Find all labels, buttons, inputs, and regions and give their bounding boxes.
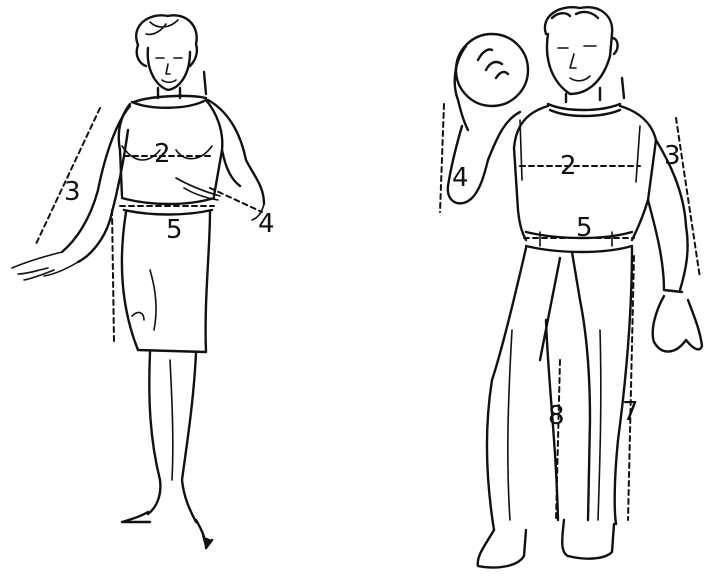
woman-left-hand bbox=[12, 252, 78, 280]
man-head-tick bbox=[622, 78, 624, 98]
man-trousers-inner bbox=[540, 252, 590, 520]
man-label-8: 8 bbox=[548, 401, 565, 431]
woman-shoes bbox=[122, 512, 212, 548]
woman-label-3: 3 bbox=[64, 177, 81, 207]
man-left-shoe bbox=[478, 530, 526, 568]
man-label-3: 3 bbox=[664, 141, 681, 171]
man-face bbox=[547, 34, 612, 94]
man-face-features bbox=[558, 46, 596, 81]
woman-hair bbox=[136, 15, 197, 66]
woman-face bbox=[148, 48, 190, 90]
woman-label-5: 5 bbox=[166, 215, 183, 245]
man-figure: 2 3 4 5 7 8 bbox=[440, 7, 702, 567]
man-right-hand bbox=[653, 296, 702, 352]
man-sleeve-length-line bbox=[440, 104, 444, 212]
man-right-shoe bbox=[562, 520, 614, 559]
woman-figure: 2 3 4 5 bbox=[12, 15, 275, 550]
man-label-5: 5 bbox=[576, 213, 593, 243]
woman-hair-curls bbox=[146, 20, 178, 34]
woman-label-2: 2 bbox=[154, 139, 171, 169]
woman-head-tick bbox=[204, 72, 206, 94]
woman-face-features bbox=[156, 58, 182, 82]
man-label-4: 4 bbox=[452, 163, 469, 193]
man-ear bbox=[612, 38, 618, 54]
woman-label-4: 4 bbox=[258, 209, 275, 239]
man-label-2: 2 bbox=[560, 151, 577, 181]
woman-sleeve-length-line bbox=[36, 108, 100, 244]
man-label-7: 7 bbox=[622, 397, 639, 427]
man-fingers bbox=[478, 49, 508, 78]
man-hair bbox=[545, 7, 612, 34]
man-ball bbox=[456, 34, 528, 106]
woman-skirt-length-line bbox=[112, 210, 114, 342]
man-shirt-seams bbox=[520, 120, 640, 182]
woman-skirt-folds bbox=[132, 270, 156, 330]
woman-leg-inner bbox=[170, 360, 173, 480]
